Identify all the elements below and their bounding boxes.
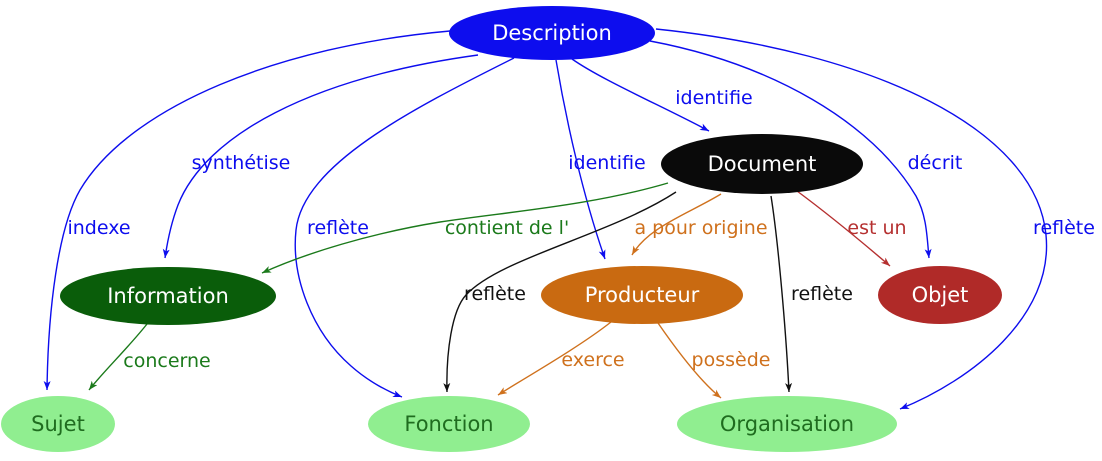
node-sujet: Sujet bbox=[1, 396, 115, 452]
edge-document-objet: est un bbox=[796, 190, 907, 267]
edge-description-sujet: indexe bbox=[43, 30, 451, 391]
node-ellipse bbox=[449, 6, 655, 60]
node-ellipse bbox=[878, 266, 1002, 324]
edge-line bbox=[655, 28, 1048, 410]
node-information: Information bbox=[60, 267, 276, 325]
node-description: Description bbox=[449, 6, 655, 60]
node-ellipse bbox=[661, 134, 863, 194]
edge-label: reflète bbox=[791, 283, 853, 305]
edge-document-information: contient de l' bbox=[261, 182, 669, 274]
edge-label: identifie bbox=[568, 152, 645, 174]
edge-document-organisation: reflète bbox=[770, 195, 853, 393]
node-label: Document bbox=[708, 152, 817, 176]
edge-producteur-organisation: possède bbox=[657, 322, 771, 399]
node-document: Document bbox=[661, 134, 863, 194]
node-producteur: Producteur bbox=[541, 266, 743, 324]
edge-description-document: identifie bbox=[571, 58, 753, 132]
edge-line bbox=[261, 182, 669, 274]
edge-description-objet: décrit bbox=[649, 40, 963, 259]
node-ellipse bbox=[1, 396, 115, 452]
edge-label: a pour origine bbox=[634, 217, 767, 239]
edge-label: concerne bbox=[123, 350, 210, 372]
node-ellipse bbox=[60, 267, 276, 325]
edge-line bbox=[443, 191, 677, 393]
edge-label: reflète bbox=[307, 217, 369, 239]
edge-label: contient de l' bbox=[445, 217, 569, 239]
edge-line bbox=[497, 321, 612, 396]
edge-line bbox=[162, 54, 479, 259]
edge-label: synthétise bbox=[192, 152, 291, 174]
edge-line bbox=[43, 30, 451, 391]
node-organisation: Organisation bbox=[677, 396, 897, 452]
edge-description-fonction: reflète bbox=[294, 57, 515, 398]
edge-label: possède bbox=[692, 349, 771, 371]
edge-line bbox=[555, 59, 606, 260]
node-fonction: Fonction bbox=[368, 396, 530, 452]
edge-document-producteur: a pour origine bbox=[631, 193, 768, 256]
edge-label: décrit bbox=[908, 152, 963, 174]
node-objet: Objet bbox=[878, 266, 1002, 324]
edge-line bbox=[796, 190, 891, 267]
edge-producteur-fonction: exerce bbox=[497, 321, 625, 396]
node-label: Objet bbox=[912, 283, 969, 307]
node-ellipse bbox=[677, 396, 897, 452]
edge-line bbox=[294, 57, 515, 398]
edge-layer: identifie identifie synthétise indexe reflèt… bbox=[43, 28, 1095, 410]
edge-information-sujet: concerne bbox=[88, 323, 211, 391]
node-label: Sujet bbox=[31, 412, 85, 436]
edge-line bbox=[770, 195, 793, 393]
edge-line bbox=[88, 323, 148, 391]
edge-description-information: synthétise bbox=[162, 54, 479, 259]
edge-label: reflète bbox=[464, 283, 526, 305]
edge-label: est un bbox=[847, 217, 906, 239]
edge-label: exerce bbox=[561, 349, 624, 371]
node-label: Producteur bbox=[585, 283, 700, 307]
edge-description-producteur: identifie bbox=[555, 59, 646, 260]
edge-description-organisation: reflète bbox=[655, 28, 1095, 410]
edge-label: indexe bbox=[67, 217, 130, 239]
node-label: Description bbox=[492, 21, 612, 45]
edge-document-fonction: reflète bbox=[443, 191, 677, 393]
edge-line bbox=[631, 193, 722, 256]
node-ellipse bbox=[368, 396, 530, 452]
node-label: Organisation bbox=[720, 412, 854, 436]
node-label: Information bbox=[107, 284, 229, 308]
edge-line bbox=[657, 322, 722, 399]
edge-label: identifie bbox=[675, 87, 752, 109]
edge-line bbox=[649, 40, 932, 259]
node-label: Fonction bbox=[404, 412, 493, 436]
edge-label: reflète bbox=[1033, 217, 1095, 239]
edge-line bbox=[571, 58, 710, 132]
node-ellipse bbox=[541, 266, 743, 324]
